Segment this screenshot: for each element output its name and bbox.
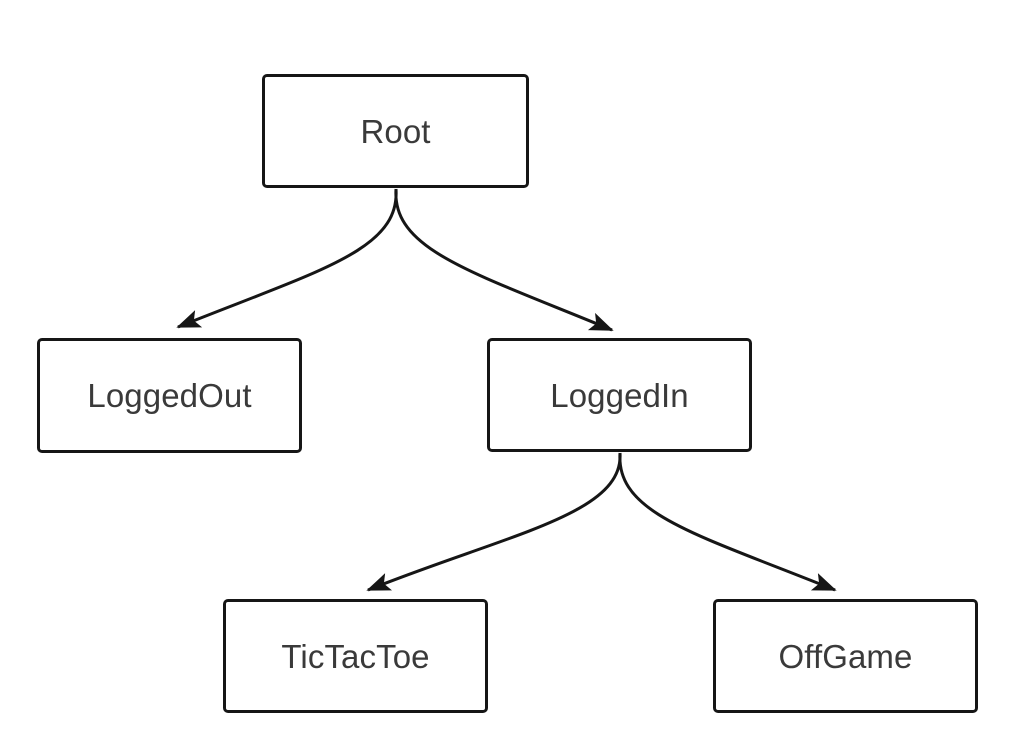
- node-label-offgame: OffGame: [778, 637, 913, 675]
- edge-root-to-loggedin: [394, 188, 614, 332]
- node-root[interactable]: Root: [262, 74, 529, 188]
- node-label-loggedin: LoggedIn: [550, 376, 689, 414]
- node-label-tictactoe: TicTacToe: [281, 637, 430, 675]
- node-label-root: Root: [360, 112, 431, 150]
- edge-loggedin-to-offgame: [618, 452, 837, 592]
- node-loggedout[interactable]: LoggedOut: [37, 338, 302, 453]
- node-offgame[interactable]: OffGame: [713, 599, 978, 713]
- edge-root-to-loggedout: [176, 188, 398, 329]
- node-label-loggedout: LoggedOut: [87, 377, 252, 414]
- edge-loggedin-to-tictactoe: [366, 452, 622, 592]
- node-tictactoe[interactable]: TicTacToe: [223, 599, 488, 713]
- node-loggedin[interactable]: LoggedIn: [487, 338, 752, 452]
